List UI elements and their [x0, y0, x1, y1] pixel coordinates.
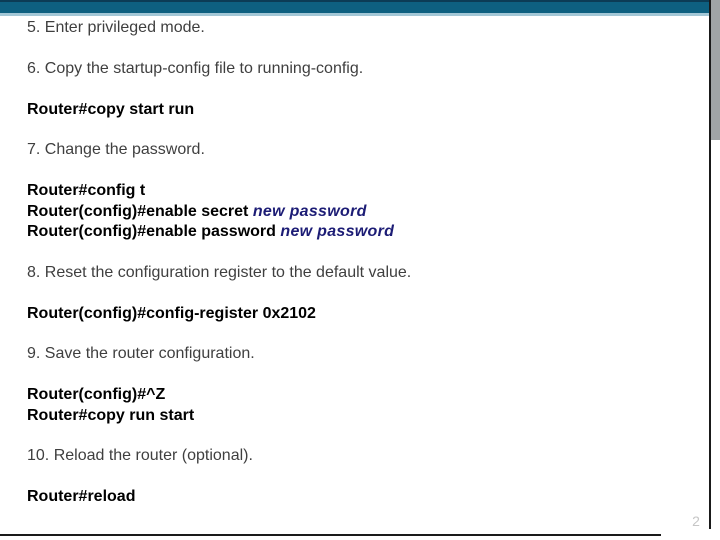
scrollbar-thumb[interactable] — [711, 0, 720, 140]
step-7-change-password: 7. Change the password. — [27, 141, 205, 159]
command-enable-password: Router(config)#enable password — [27, 223, 281, 240]
command-ctrl-z: Router(config)#^Z — [27, 386, 166, 404]
slide-bottom-border — [0, 534, 661, 536]
page-number: 2 — [692, 513, 700, 529]
header-bar-teal-band — [0, 2, 710, 13]
command-block-change-password: Router#config t Router(config)#enable se… — [27, 181, 687, 242]
step-5-enter-privileged-mode: 5. Enter privileged mode. — [27, 19, 205, 36]
slide-right-border — [709, 0, 711, 529]
step-6-copy-startup-config: 6. Copy the startup-config file to runni… — [27, 59, 364, 77]
command-enable-secret-line: Router(config)#enable secret new passwor… — [27, 202, 687, 222]
command-config-register: Router(config)#config-register 0x2102 — [27, 304, 316, 322]
command-block-save-configuration: Router(config)#^Z Router#copy run start — [27, 385, 687, 426]
step-8-reset-config-register: 8. Reset the configuration register to t… — [27, 263, 412, 281]
command-enable-password-line: Router(config)#enable password new passw… — [27, 222, 687, 242]
slide-body-text: 5. Enter privileged mode. 6. Copy the st… — [27, 18, 687, 528]
command-enable-password-argument: new password — [280, 223, 395, 240]
command-copy-start-run: Router#copy start run — [27, 100, 195, 118]
command-enable-secret: Router(config)#enable secret — [27, 202, 253, 220]
header-bar-light-accent — [0, 13, 710, 16]
slide-header-bar — [0, 0, 710, 16]
step-10-reload-router: 10. Reload the router (optional). — [27, 447, 253, 465]
header-bar-dark-edge — [0, 0, 710, 2]
command-reload: Router#reload — [27, 488, 136, 506]
command-config-t: Router#config t — [27, 182, 146, 200]
command-enable-secret-argument: new password — [252, 202, 367, 220]
step-9-save-configuration: 9. Save the router configuration. — [27, 345, 255, 363]
command-copy-run-start: Router#copy run start — [27, 406, 195, 424]
